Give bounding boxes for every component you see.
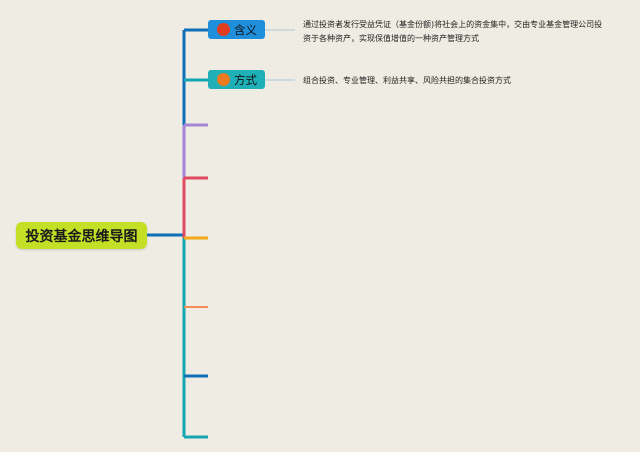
orange-dot-icon (217, 73, 230, 86)
topic-method-label: 方式 (234, 72, 257, 87)
red-dot-icon (217, 23, 230, 36)
root-topic[interactable]: 投资基金思维导图 (16, 222, 147, 249)
note-meaning: 通过投资者发行受益凭证（基金份额)将社会上的资金集中，交由专业基金管理公司投资于… (303, 20, 603, 43)
topic-meaning[interactable]: 含义 (208, 20, 265, 39)
topic-method[interactable]: 方式 (208, 70, 265, 89)
note-method: 组合投资、专业管理、利益共享、风险共担的集合投资方式 (303, 76, 511, 85)
root-topic-label: 投资基金思维导图 (25, 228, 138, 245)
topic-meaning-label: 含义 (234, 22, 257, 37)
